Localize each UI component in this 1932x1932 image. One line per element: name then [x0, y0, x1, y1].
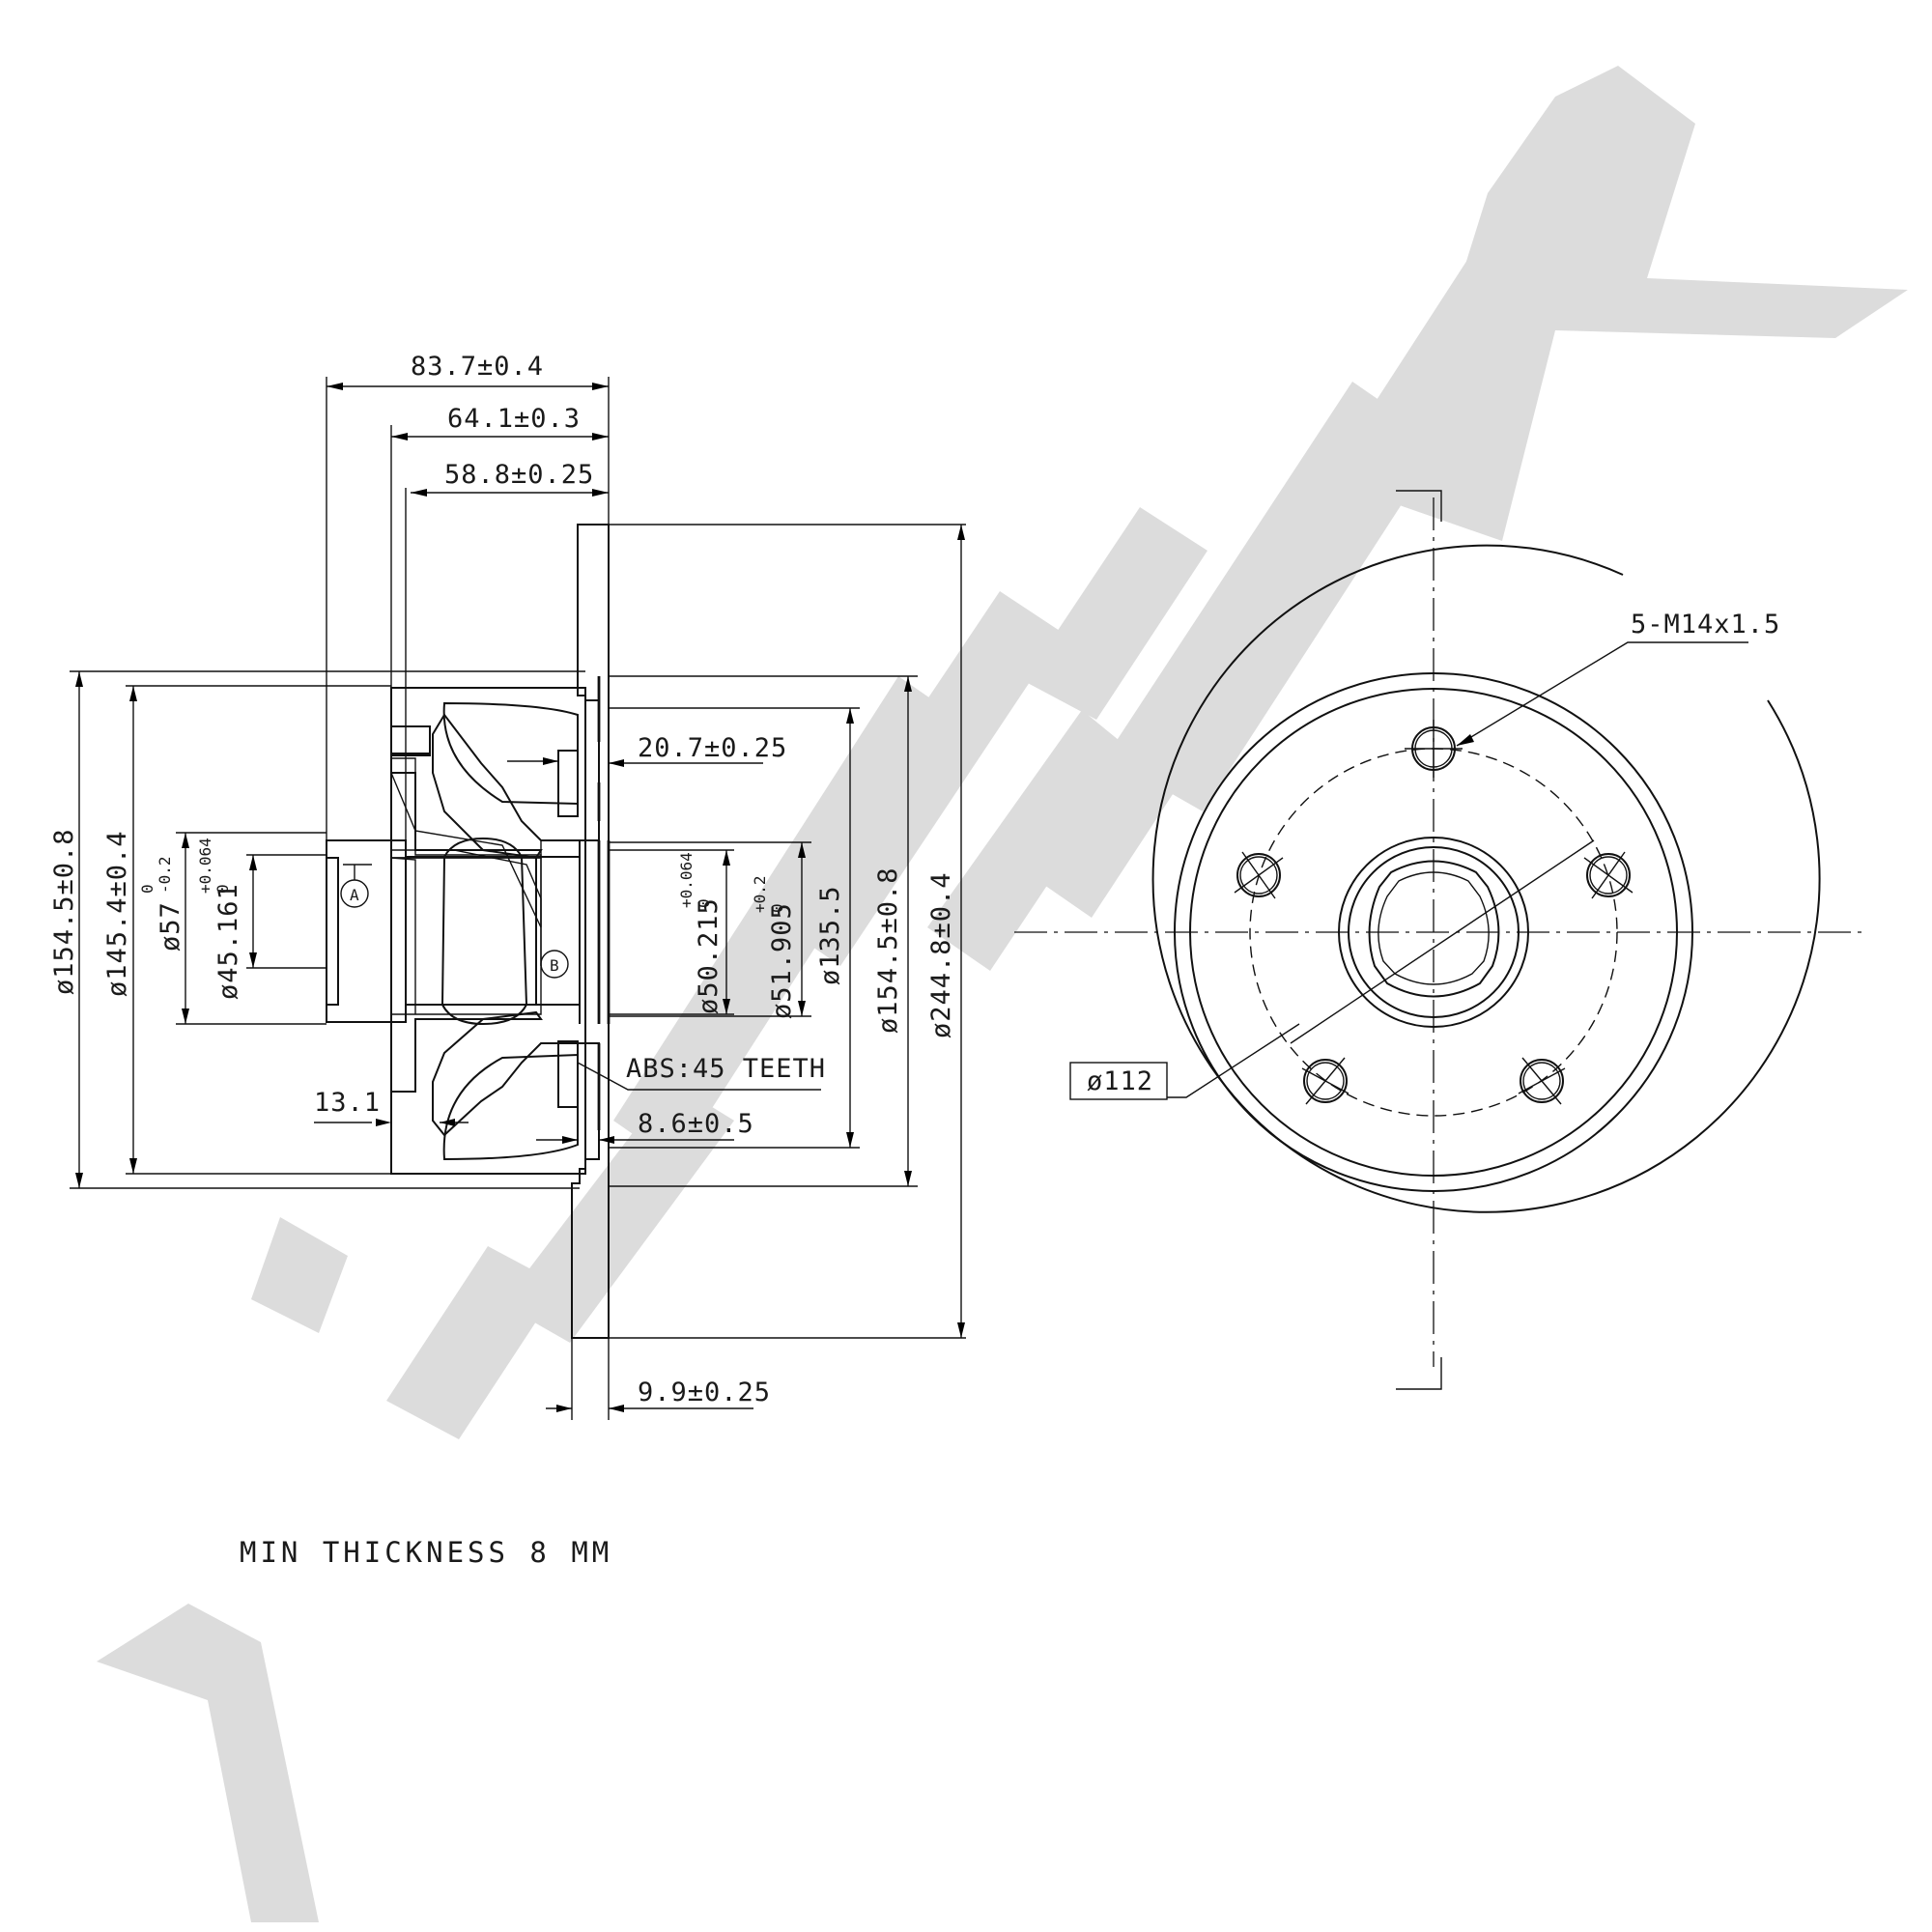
dim-dia-hub-inner: ø145.4±0.4 [102, 830, 132, 997]
dim-bore-depth: 58.8±0.25 [444, 460, 594, 490]
dim-dia-57: ø57 0 -0.2 [138, 856, 185, 952]
svg-text:B: B [550, 956, 559, 975]
abs-teeth-note: ABS:45 TEETH [626, 1054, 826, 1084]
svg-text:ø57: ø57 [156, 901, 185, 952]
svg-text:0: 0 [768, 903, 786, 913]
pcd-callout: ø112 [1087, 1066, 1153, 1096]
bolt-hole [1518, 1057, 1566, 1105]
svg-text:+0.2: +0.2 [751, 875, 769, 913]
watermark-logo [97, 66, 1908, 1922]
spline-bore [1368, 860, 1500, 998]
dim-abs-ring-width: 8.6±0.5 [638, 1109, 754, 1139]
bolt-callout: 5-M14x1.5 [1631, 610, 1780, 639]
dim-hub-depth: 64.1±0.3 [447, 404, 581, 434]
dim-dia-disc: ø244.8±0.4 [926, 871, 956, 1038]
section-hatched-body [326, 524, 610, 1339]
dim-dia-outer-hub: ø154.5±0.8 [49, 828, 79, 995]
svg-text:-0.2: -0.2 [156, 856, 174, 894]
section-view: A B 83.7±0.4 64.1±0.3 58.8±0.25 20.7±0.2… [49, 352, 966, 1420]
dim-flange-step: 13.1 [314, 1088, 381, 1118]
bolt-hole [1405, 720, 1463, 778]
datum-a: A [340, 864, 372, 908]
svg-text:+0.064: +0.064 [677, 852, 696, 908]
dim-dia-45: ø45.161 +0.064 0 [196, 838, 243, 1000]
bolt-hole [1234, 851, 1284, 899]
svg-text:ø51.905: ø51.905 [767, 902, 797, 1019]
dim-disc-thickness: 9.9±0.25 [638, 1378, 771, 1407]
svg-text:ø50.215: ø50.215 [694, 897, 724, 1014]
svg-text:ø45.161: ø45.161 [213, 883, 243, 1000]
pcd-callout-box [1069, 1062, 1168, 1100]
bolt-hole [1583, 851, 1634, 899]
svg-text:A: A [350, 886, 359, 904]
dim-dia-154-right: ø154.5±0.8 [873, 867, 903, 1034]
svg-text:0: 0 [213, 884, 232, 894]
abs-ring-lower [557, 1040, 579, 1108]
svg-text:+0.064: +0.064 [196, 838, 214, 894]
dim-dia-50: ø50.215 +0.064 0 [677, 852, 724, 1014]
svg-text:0: 0 [138, 884, 156, 894]
min-thickness-note: MIN THICKNESS 8 MM [240, 1536, 612, 1569]
dim-dia-51: ø51.905 +0.2 0 [751, 875, 797, 1019]
svg-text:0: 0 [695, 898, 713, 908]
dim-abs-ring-offset: 20.7±0.25 [638, 733, 787, 763]
datum-b: B [540, 840, 569, 979]
front-view: 5-M14x1.5 ø112 [1014, 490, 1864, 1390]
bolt-hole [1301, 1057, 1350, 1105]
dim-overall-depth: 83.7±0.4 [411, 352, 544, 382]
abs-ring-upper [557, 750, 579, 817]
dim-dia-135: ø135.5 [815, 885, 845, 985]
